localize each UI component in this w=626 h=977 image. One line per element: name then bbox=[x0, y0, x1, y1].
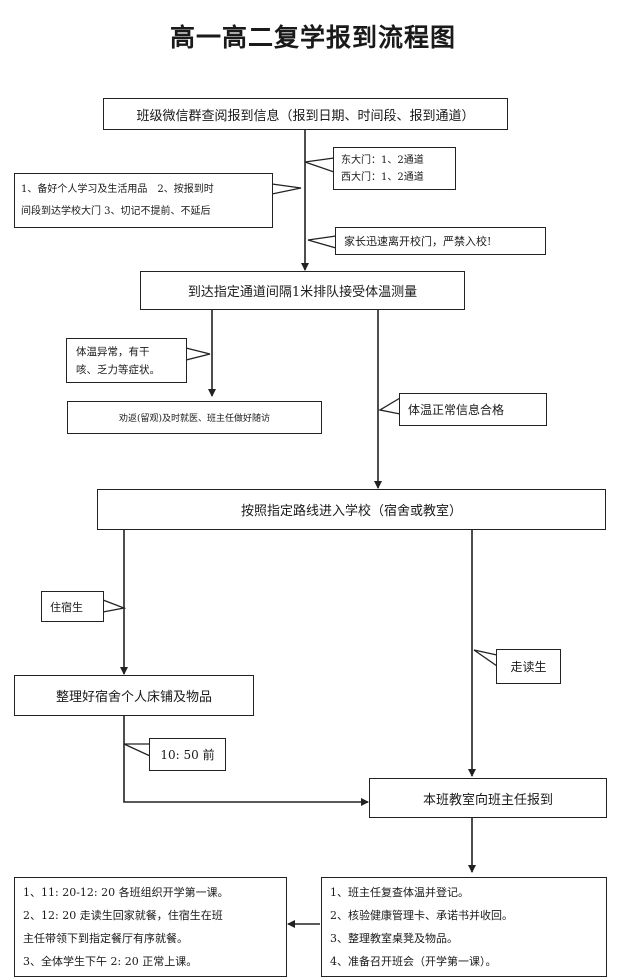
note-gates-east: 东大门：1、2通道 bbox=[341, 154, 424, 166]
note-deadline: 10: 50 前 bbox=[149, 738, 226, 771]
final-left-schedule: 1、11: 20-12: 20 各班组织开学第一课。 2、12: 20 走读生回… bbox=[14, 877, 287, 977]
note-boarder: 住宿生 bbox=[41, 591, 104, 622]
note-abnormal-action: 劝返(留观)及时就医、班主任做好随访 bbox=[67, 401, 322, 434]
page-title: 高一高二复学报到流程图 bbox=[169, 23, 456, 52]
note-abnormal-line2: 咳、乏力等症状。 bbox=[76, 363, 160, 376]
final-right-line4: 4、准备召开班会（开学第一课）。 bbox=[330, 955, 497, 968]
note-abnormal-line1: 体温异常，有干 bbox=[76, 345, 150, 358]
note-day-student: 走读生 bbox=[496, 649, 561, 684]
note-gates: 东大门：1、2通道 西大门：1、2通道 bbox=[333, 147, 456, 190]
note-preparation-line1: 1、备好个人学习及生活用品 2、按报到时 bbox=[21, 183, 214, 195]
step-enter-school: 按照指定路线进入学校（宿舍或教室） bbox=[97, 489, 606, 530]
final-right-line2: 2、核验健康管理卡、承诺书并收回。 bbox=[330, 909, 513, 922]
note-temperature-normal: 体温正常信息合格 bbox=[399, 393, 547, 426]
note-preparation-line2: 间段到达学校大门 3、切记不提前、不延后 bbox=[21, 205, 211, 217]
step-tidy-dorm: 整理好宿舍个人床铺及物品 bbox=[14, 675, 254, 716]
final-right-line1: 1、班主任复查体温并登记。 bbox=[330, 886, 469, 899]
note-parents-leave: 家长迅速离开校门，严禁入校! bbox=[335, 227, 546, 255]
final-left-line1: 1、11: 20-12: 20 各班组织开学第一课。 bbox=[23, 886, 229, 899]
step-temperature-queue: 到达指定通道间隔1米排队接受体温测量 bbox=[140, 271, 465, 310]
final-left-line4: 3、全体学生下午 2: 20 正常上课。 bbox=[23, 955, 198, 968]
step-report-to-teacher: 本班教室向班主任报到 bbox=[369, 778, 607, 818]
note-gates-west: 西大门：1、2通道 bbox=[341, 171, 424, 183]
final-right-checklist: 1、班主任复查体温并登记。 2、核验健康管理卡、承诺书并收回。 3、整理教室桌凳… bbox=[321, 877, 607, 977]
note-abnormal-temperature: 体温异常，有干 咳、乏力等症状。 bbox=[66, 338, 187, 383]
final-right-line3: 3、整理教室桌凳及物品。 bbox=[330, 932, 458, 945]
final-left-line2: 2、12: 20 走读生回家就餐，住宿生在班 bbox=[23, 909, 223, 922]
note-preparation: 1、备好个人学习及生活用品 2、按报到时 间段到达学校大门 3、切记不提前、不延… bbox=[14, 173, 273, 228]
step-check-wechat-info: 班级微信群查阅报到信息（报到日期、时间段、报到通道） bbox=[103, 98, 508, 130]
final-left-line3: 主任带领下到指定餐厅有序就餐。 bbox=[23, 932, 188, 945]
